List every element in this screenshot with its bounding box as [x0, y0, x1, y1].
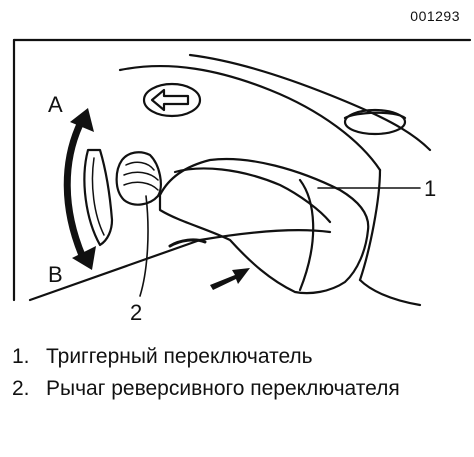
- label-b: B: [48, 262, 63, 287]
- tool-upper-contour: [118, 65, 382, 172]
- tool-body-outline: [28, 228, 332, 302]
- callout-2: 2: [130, 300, 142, 325]
- leader-line-2: [139, 195, 149, 297]
- tool-right-contour: [358, 168, 382, 282]
- label-a: A: [48, 92, 63, 117]
- legend-item: 1. Триггерный переключатель: [12, 342, 462, 372]
- push-arrow: [210, 268, 250, 290]
- trigger-switch: [158, 157, 370, 295]
- body-slot: [168, 238, 207, 248]
- legend-number: 2.: [12, 377, 30, 400]
- legend-text: Триггерный переключатель: [46, 345, 313, 368]
- legend: 1. Триггерный переключатель 2. Рычаг рев…: [12, 342, 462, 406]
- top-hole: [343, 108, 407, 136]
- arrow-head-a: [70, 108, 94, 132]
- legend-number: 1.: [12, 345, 30, 368]
- tool-lower-contour: [358, 278, 422, 307]
- legend-item: 2. Рычаг реверсивного переключателя: [12, 374, 462, 404]
- tool-illustration: A B 1 2: [12, 38, 472, 325]
- direction-arrow-badge: [142, 82, 202, 118]
- figure-id: 001293: [410, 8, 460, 24]
- arrow-head-b: [72, 246, 96, 270]
- tool-top-curve: [188, 53, 432, 152]
- legend-text: Рычаг реверсивного переключателя: [46, 377, 400, 400]
- reverse-switch-lever: [115, 151, 162, 206]
- grip-recess: [83, 148, 114, 247]
- callout-1: 1: [424, 176, 436, 201]
- top-hole-rim: [343, 111, 407, 120]
- ab-curved-arrow: [63, 116, 88, 264]
